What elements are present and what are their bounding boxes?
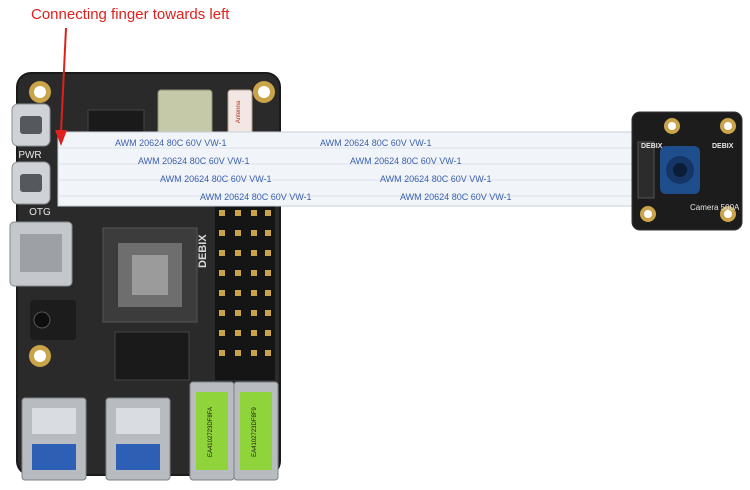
mounting-hole bbox=[720, 206, 736, 222]
camera-model-label: Camera 500A bbox=[690, 203, 740, 212]
camera-connector bbox=[637, 141, 655, 199]
cable-print: AWM 20624 80C 60V VW-1 bbox=[350, 156, 462, 166]
barcode-text: EA4102723DF8FA bbox=[208, 407, 214, 457]
mounting-hole bbox=[640, 206, 656, 222]
mounting-hole bbox=[720, 118, 736, 134]
pwr-label: PWR bbox=[18, 150, 41, 161]
wireless-module bbox=[157, 89, 213, 137]
gpio-header bbox=[215, 205, 275, 380]
barcode-text: EA4102723DF8F9 bbox=[252, 406, 258, 456]
usb-a-port bbox=[21, 397, 87, 481]
mounting-hole bbox=[253, 81, 275, 103]
mounting-hole bbox=[29, 345, 51, 367]
annotation-text: Connecting finger towards left bbox=[31, 6, 230, 23]
cable-print: AWM 20624 80C 60V VW-1 bbox=[115, 138, 227, 148]
otg-label: OTG bbox=[29, 207, 51, 218]
soc-chip bbox=[102, 227, 198, 323]
camera-lens bbox=[660, 146, 700, 194]
cable-print: AWM 20624 80C 60V VW-1 bbox=[138, 156, 250, 166]
annotation-arrow bbox=[55, 27, 67, 146]
board-brand-text: DEBIX bbox=[197, 234, 209, 268]
audio-jack bbox=[30, 300, 76, 340]
mounting-hole bbox=[664, 118, 680, 134]
cable-print: AWM 20624 80C 60V VW-1 bbox=[200, 192, 312, 202]
camera-module: DEBIX DEBIX Camera 500A bbox=[631, 111, 743, 231]
camera-brand-left: DEBIX bbox=[641, 143, 663, 150]
cable-print: AWM 20624 80C 60V VW-1 bbox=[400, 192, 512, 202]
antenna-label: Antenna bbox=[236, 100, 242, 123]
mounting-hole bbox=[29, 81, 51, 103]
antenna-connector: Antenna bbox=[227, 89, 253, 135]
camera-brand-right: DEBIX bbox=[712, 143, 734, 150]
cable-print: AWM 20624 80C 60V VW-1 bbox=[320, 138, 432, 148]
cable-print: AWM 20624 80C 60V VW-1 bbox=[160, 174, 272, 184]
usb-a-port bbox=[105, 397, 171, 481]
cable-print: AWM 20624 80C 60V VW-1 bbox=[380, 174, 492, 184]
ribbon-cable: AWM 20624 80C 60V VW-1 AWM 20624 80C 60V… bbox=[57, 131, 649, 207]
memory-chip bbox=[114, 331, 190, 381]
ethernet-port: EA4102723DF8F9 bbox=[233, 381, 279, 481]
ethernet-port: EA4102723DF8FA bbox=[189, 381, 235, 481]
